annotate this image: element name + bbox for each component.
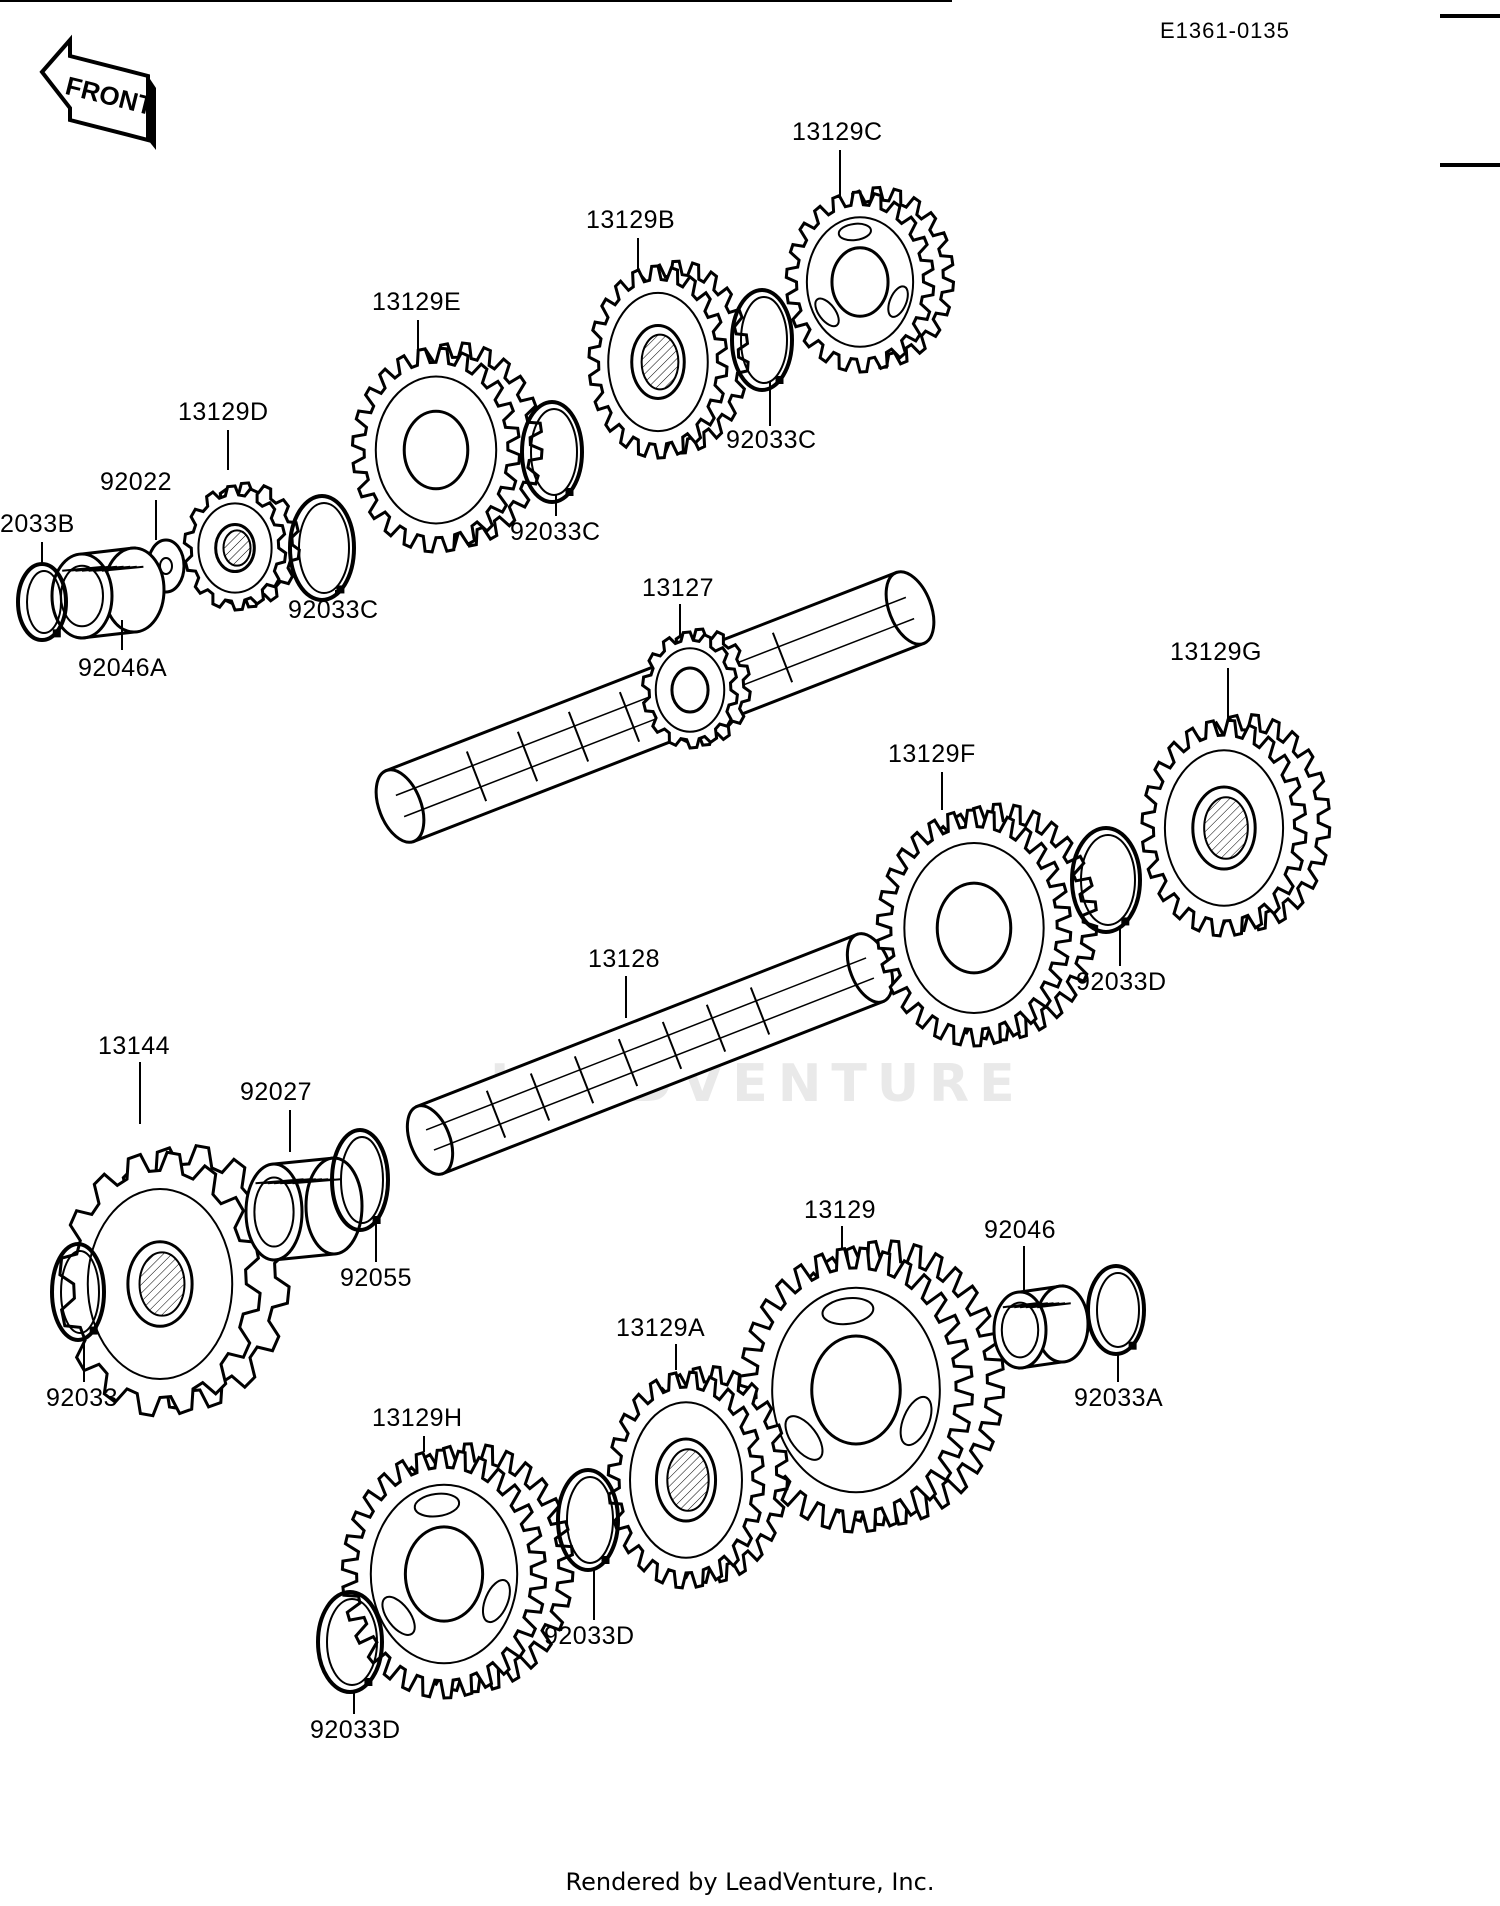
part-label-13129F: 13129F bbox=[888, 740, 976, 768]
bushing-92027 bbox=[244, 1156, 364, 1262]
part-label-92046A: 92046A bbox=[78, 654, 168, 682]
gear-13129B bbox=[587, 259, 750, 460]
needle-bearing-92046A bbox=[50, 546, 166, 640]
gear-13129C bbox=[784, 185, 956, 374]
part-label-13129D: 13129D bbox=[178, 398, 269, 426]
shaft-gear-13127 bbox=[641, 627, 752, 750]
part-label-13129H: 13129H bbox=[372, 1404, 463, 1432]
part-label-92033C-right: 92033C bbox=[726, 426, 817, 454]
part-label-92033D-mid: 92033D bbox=[544, 1622, 635, 1650]
part-label-92033D-lower: 92033D bbox=[310, 1716, 401, 1744]
gear-13129A bbox=[606, 1365, 789, 1590]
part-label-92027: 92027 bbox=[240, 1078, 313, 1106]
part-label-92033D-upper: 92033D bbox=[1076, 968, 1167, 996]
part-label-92055: 92055 bbox=[340, 1264, 413, 1292]
circlip-92033C-left bbox=[288, 494, 356, 602]
gear-13129D bbox=[182, 481, 301, 612]
part-label-13128: 13128 bbox=[588, 945, 661, 973]
part-label-13129E: 13129E bbox=[372, 288, 462, 316]
part-label-13129B: 13129B bbox=[586, 206, 676, 234]
gear-13129G bbox=[1140, 713, 1332, 938]
page-edge-rule-top bbox=[1440, 14, 1500, 18]
gear-13129 bbox=[738, 1239, 1006, 1534]
gear-13129E bbox=[350, 341, 544, 554]
footer-credit: Rendered by LeadVenture, Inc. bbox=[565, 1868, 935, 1896]
circlip-92033A bbox=[1086, 1264, 1146, 1356]
page-edge-rule-left bbox=[0, 0, 952, 2]
page-edge-rule-bottom bbox=[1440, 163, 1500, 167]
circlip-92033D-upper bbox=[1070, 826, 1142, 934]
gear-13129H bbox=[340, 1442, 575, 1700]
part-label-92033A: 92033A bbox=[1074, 1384, 1164, 1412]
diagram-code: E1361-0135 bbox=[1160, 18, 1290, 43]
part-label-92046: 92046 bbox=[984, 1216, 1057, 1244]
gear-13129F bbox=[875, 802, 1099, 1048]
part-label-13144: 13144 bbox=[98, 1032, 171, 1060]
part-label-92033C-left: 92033C bbox=[288, 596, 379, 624]
sprocket-13144 bbox=[58, 1144, 291, 1418]
part-label-92033: 92033 bbox=[46, 1384, 119, 1412]
circlip-92033C-mid bbox=[520, 400, 584, 504]
circlip-92033D-lower bbox=[316, 1590, 384, 1694]
part-label-13129A: 13129A bbox=[616, 1314, 706, 1342]
part-label-13129C: 13129C bbox=[792, 118, 883, 146]
part-label-13129: 13129 bbox=[804, 1196, 877, 1224]
part-label-92033B: 2033B bbox=[0, 510, 75, 538]
circlip-92033D-mid bbox=[556, 1468, 620, 1572]
part-label-92033C-mid: 92033C bbox=[510, 518, 601, 546]
needle-bearing-92046 bbox=[992, 1284, 1090, 1370]
output-shaft-13128 bbox=[405, 932, 895, 1176]
circlip-92033C-right bbox=[730, 288, 794, 392]
parts-layer bbox=[16, 185, 1332, 1700]
part-label-92022: 92022 bbox=[100, 468, 173, 496]
circlip-92033 bbox=[50, 1242, 106, 1342]
front-arrow-icon: FRONT bbox=[39, 34, 157, 150]
leader-lines bbox=[41, 150, 1229, 1714]
part-label-13127: 13127 bbox=[642, 574, 715, 602]
part-label-13129G: 13129G bbox=[1170, 638, 1262, 666]
